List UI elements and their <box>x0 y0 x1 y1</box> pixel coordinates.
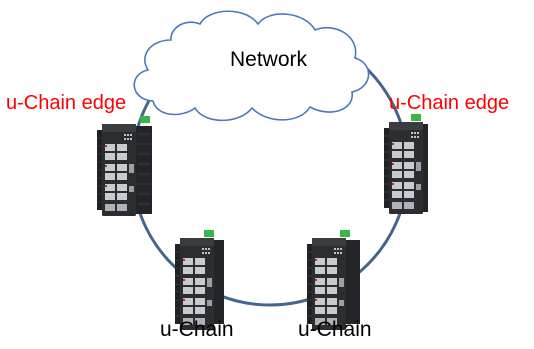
power-connector <box>340 230 350 237</box>
edge-right-label: u-Chain edge <box>389 92 510 114</box>
network-cloud <box>133 10 370 122</box>
switch-node-right <box>306 230 360 331</box>
switch-node-left <box>174 230 224 331</box>
edge-left-label: u-Chain edge <box>6 92 127 114</box>
switch-edge-right <box>383 114 428 215</box>
cloud-label: Network <box>230 48 308 71</box>
node-right-label: u-Chain <box>298 318 372 341</box>
switch-edge-left <box>96 116 152 217</box>
node-left-label: u-Chain <box>160 318 234 341</box>
power-connector <box>411 114 421 121</box>
power-connector <box>204 230 214 237</box>
power-connector <box>140 116 150 123</box>
